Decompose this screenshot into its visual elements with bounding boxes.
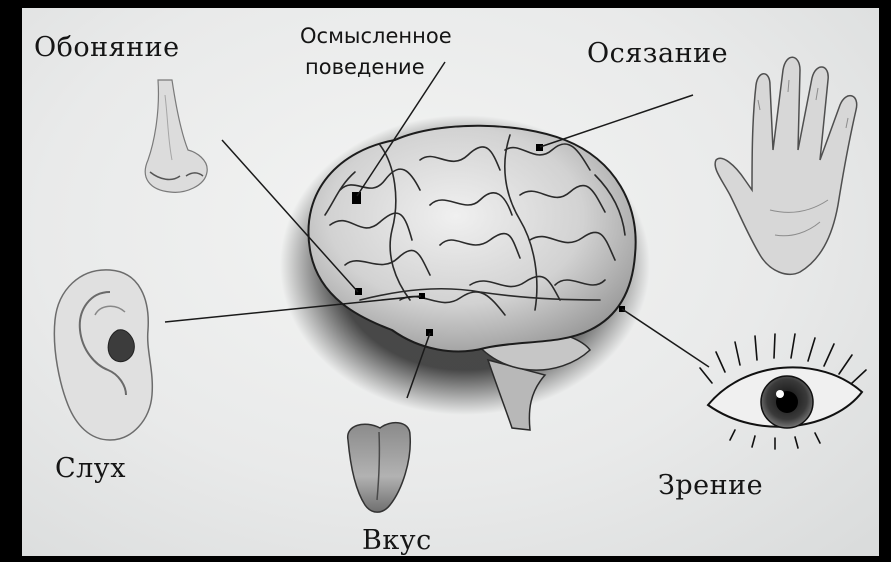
- label-touch: Осязание: [587, 38, 728, 69]
- label-behavior-line1: Осмысленное: [300, 22, 452, 50]
- label-taste: Вкус: [362, 525, 432, 556]
- leader-line-touch: [540, 95, 693, 147]
- leader-line-vision: [622, 309, 709, 367]
- nose-icon: [145, 80, 207, 192]
- label-behavior-line2: поведение: [305, 53, 425, 81]
- eye-icon: [700, 334, 866, 449]
- label-vision: Зрение: [658, 470, 763, 501]
- label-hearing: Слух: [55, 453, 126, 484]
- ear-icon: [54, 270, 152, 440]
- tongue-icon: [348, 423, 411, 512]
- hand-icon: [715, 57, 857, 274]
- label-smell: Обоняние: [34, 32, 180, 63]
- brain-icon: [280, 115, 650, 430]
